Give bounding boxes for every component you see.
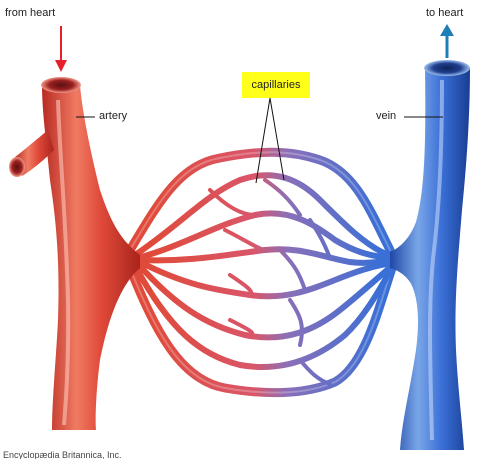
- artery-branch-opening: [9, 157, 25, 177]
- artery-opening: [41, 77, 81, 93]
- leader-lines: [76, 97, 443, 184]
- copyright-credit: Encyclopædia Britannica, Inc.: [3, 450, 122, 459]
- capillary-network: [125, 147, 397, 398]
- capillaries-leader-right: [269, 97, 285, 181]
- capillaries-label: capillaries: [251, 78, 301, 91]
- artery-vessel: [9, 77, 140, 430]
- arrow-down-icon: [55, 26, 67, 72]
- vein-label: vein: [376, 110, 397, 122]
- capillaries-leader-left: [255, 97, 271, 184]
- to-heart-label: to heart: [426, 7, 464, 19]
- vein-vessel: [390, 60, 470, 450]
- arrow-up-icon: [440, 24, 454, 58]
- artery-label: artery: [99, 110, 128, 122]
- from-heart-label: from heart: [5, 7, 56, 19]
- vein-opening: [424, 60, 470, 76]
- capillaries-highlight: [242, 72, 310, 98]
